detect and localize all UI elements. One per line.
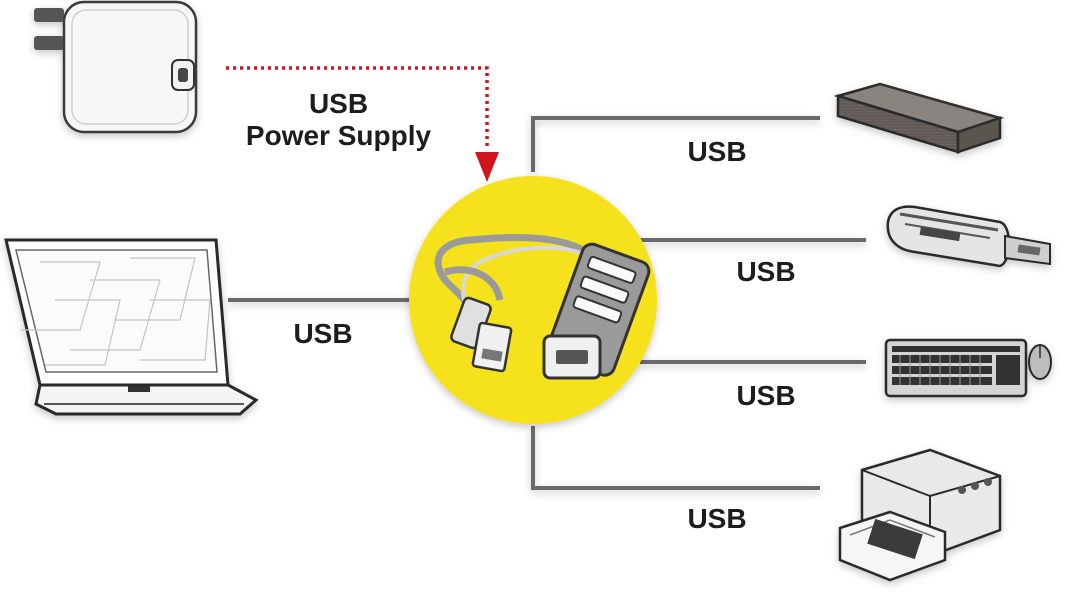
power-supply-label: USB Power Supply <box>226 88 451 152</box>
hard-drive-wire <box>531 116 820 172</box>
hard-drive-usb-label: USB <box>687 136 747 167</box>
laptop-icon <box>4 238 259 416</box>
power-supply-label-line2: Power Supply <box>245 120 432 151</box>
card-reader-usb-label: USB <box>736 256 796 287</box>
usb-hub-icon <box>409 176 657 424</box>
arrow-down-icon <box>475 152 499 182</box>
keyboard-usb-label: USB <box>736 380 796 411</box>
laptop-usb-label: USB <box>293 318 353 349</box>
power-supply-line <box>226 66 499 182</box>
printer-wire <box>531 426 820 490</box>
keyboard-mouse-icon <box>884 338 1052 398</box>
printer-icon <box>838 448 1002 582</box>
usb-c-power-adapter-icon <box>34 0 198 134</box>
card-reader-icon <box>886 205 1051 268</box>
connection-lines <box>228 116 866 490</box>
power-supply-label-line1: USB <box>308 88 369 119</box>
printer-usb-label: USB <box>687 503 747 534</box>
external-hard-drive-icon <box>833 82 1005 154</box>
